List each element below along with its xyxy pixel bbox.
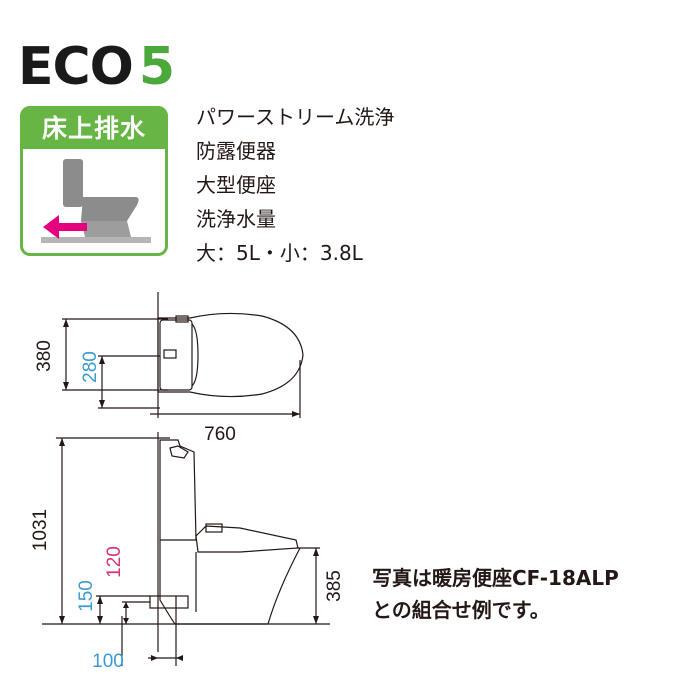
side-tank [159,439,197,541]
spec-item: 大型便座 [196,173,276,197]
plan-lever [163,349,177,359]
dim-100: 100 [92,651,124,672]
spec-item: 防露便器 [196,139,276,163]
plan-toilet-outline [157,312,304,398]
eco5-logo: ECO 5 [18,40,175,94]
dim-385: 385 [324,570,345,602]
plan-seat-line [191,323,199,387]
dim-150: 150 [76,580,97,612]
logo-number: 5 [138,37,176,97]
dim-380: 380 [34,340,55,372]
toilet-drain-icon [41,159,151,243]
spec-list: パワーストリーム洗浄 防露便器 大型便座 洗浄水量 大：5L・小：3.8L [196,100,394,270]
caption-line: 写真は暖房便座CF-18ALP [372,566,619,590]
side-seat-hinge [205,523,223,533]
spec-item: 大：5L・小：3.8L [196,241,363,265]
floor-drain-badge: 床上排水 [20,106,168,256]
spec-item: パワーストリーム洗浄 [196,105,395,129]
spec-item: 洗浄水量 [196,207,276,231]
side-bowl [159,540,301,625]
photo-caption: 写真は暖房便座CF-18ALP との組合せ例です。 [372,562,619,626]
logo-text: ECO [18,37,134,97]
dim-760: 760 [204,424,236,445]
badge-label: 床上排水 [23,109,165,149]
plan-tank-lid [175,315,189,323]
side-drain-pipe [149,595,189,609]
side-seat [195,525,299,553]
caption-line: との組合せ例です。 [372,598,550,622]
dim-120: 120 [104,546,125,578]
dim-280: 280 [80,351,101,383]
dim-1031: 1031 [30,509,51,551]
